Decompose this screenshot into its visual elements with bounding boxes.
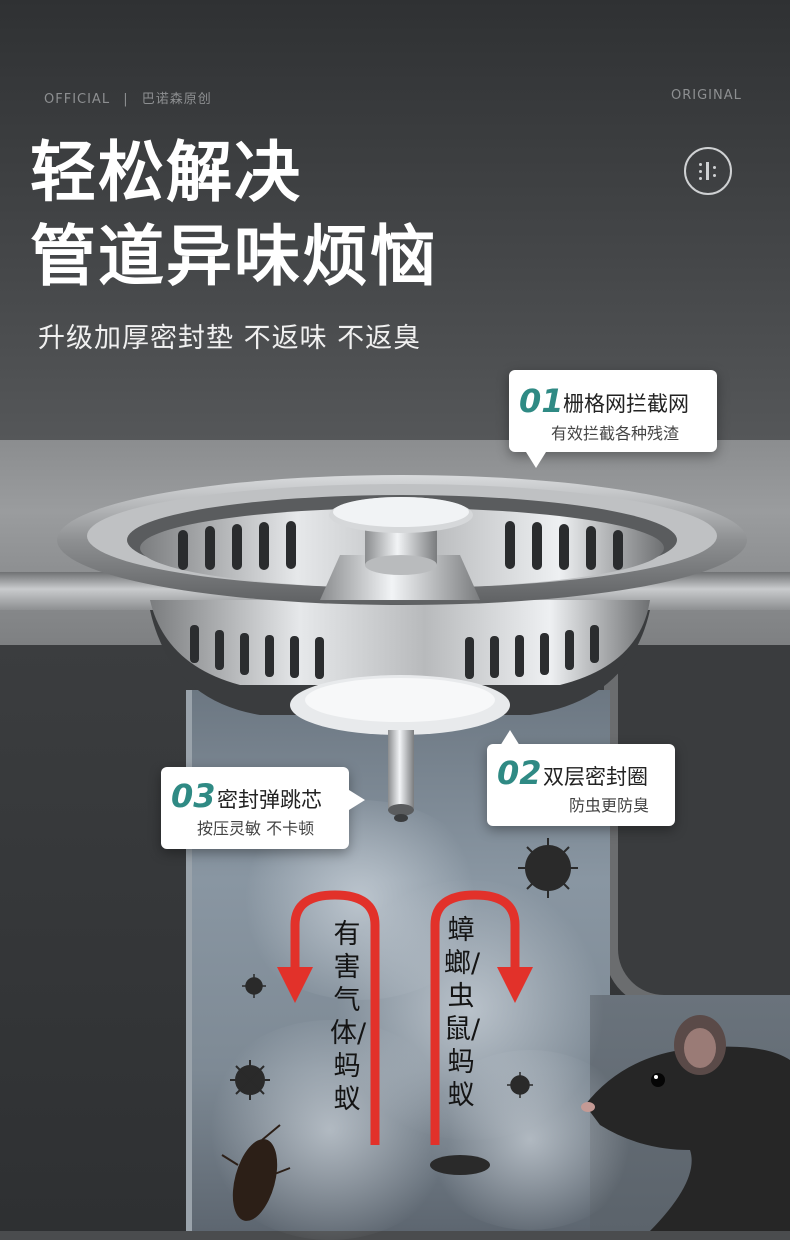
pipe-label-harmful-gas: 有害气体/蚂蚁 bbox=[330, 919, 367, 1115]
callout-spring-core: 03 密封弹跳芯 按压灵敏 不卡顿 bbox=[161, 767, 349, 849]
callout-number: 02 bbox=[497, 754, 542, 792]
virus-icon bbox=[518, 838, 578, 898]
headline-line1: 轻松解决 bbox=[30, 134, 302, 211]
cockroach-icon bbox=[430, 1155, 490, 1175]
callout-grid-filter: 01 栅格网拦截网 有效拦截各种残渣 bbox=[509, 370, 717, 452]
callout-desc: 按压灵敏 不卡顿 bbox=[197, 819, 315, 838]
red-arrow-icon bbox=[430, 890, 533, 1145]
top-background bbox=[0, 0, 790, 440]
callout-pointer bbox=[526, 452, 546, 468]
callout-pointer bbox=[349, 790, 365, 810]
callout-desc: 防虫更防臭 bbox=[569, 796, 650, 815]
virus-icon bbox=[507, 1072, 533, 1098]
watermark-official: OFFICIAL | 巴诺森原创 bbox=[44, 92, 212, 107]
virus-icon bbox=[242, 974, 266, 998]
callout-title: 栅格网拦截网 bbox=[563, 392, 689, 416]
cockroach-icon bbox=[221, 1124, 291, 1221]
callout-number: 01 bbox=[519, 382, 564, 420]
callout-double-seal: 02 双层密封圈 防虫更防臭 bbox=[487, 744, 675, 826]
grid-slots bbox=[178, 521, 623, 570]
callout-pointer bbox=[500, 730, 520, 746]
subheadline: 升级加厚密封垫 不返味 不返臭 bbox=[38, 323, 422, 354]
sink-wall bbox=[604, 645, 790, 1009]
brand-logo-icon bbox=[684, 147, 732, 195]
headline-line2: 管道异味烦恼 bbox=[30, 218, 438, 295]
callout-title: 密封弹跳芯 bbox=[217, 788, 322, 812]
virus-icon bbox=[230, 1060, 270, 1100]
callout-desc: 有效拦截各种残渣 bbox=[551, 424, 680, 443]
rat-icon bbox=[581, 1015, 790, 1231]
red-arrow-icon bbox=[277, 890, 380, 1145]
callout-title: 双层密封圈 bbox=[543, 765, 648, 789]
watermark-original: ORIGINAL bbox=[671, 88, 742, 103]
callout-number: 03 bbox=[171, 777, 216, 815]
basket-slots bbox=[190, 625, 599, 679]
smoke-cloud bbox=[420, 1050, 640, 1230]
pipe-label-pests: 蟑螂/虫鼠/蚂蚁 bbox=[444, 915, 481, 1111]
